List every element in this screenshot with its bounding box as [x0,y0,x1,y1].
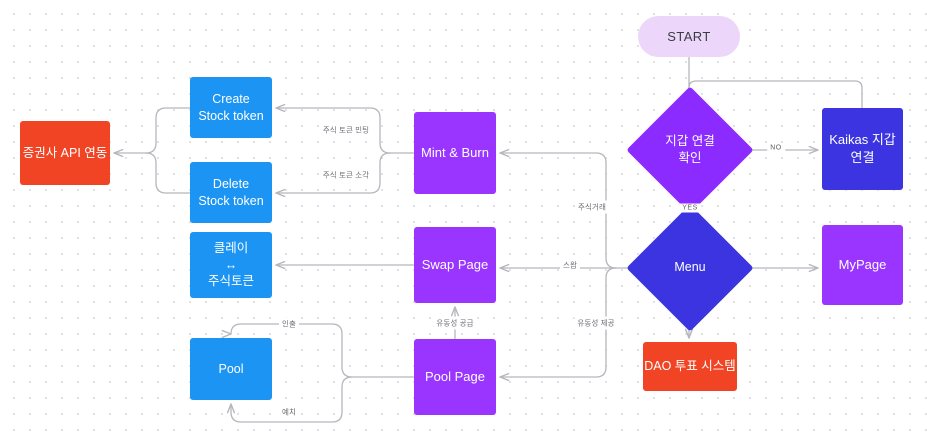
node-delete-stock-token-label: Delete Stock token [198,176,264,208]
node-kaikas-wallet[interactable]: Kaikas 지갑 연결 [822,108,903,190]
node-mint-burn[interactable]: Mint & Burn [414,112,496,194]
edge-label-yes: YES [679,203,701,213]
node-start-label: START [667,28,711,44]
node-swap-page[interactable]: Swap Page [414,227,496,303]
node-menu-label: Menu [674,260,706,275]
node-create-stock-token[interactable]: Create Stock token [190,77,272,138]
node-pool[interactable]: Pool [190,338,272,400]
edge-label-liquidity-supply: 유동성 공급 [433,316,477,330]
edge-label-liquidity-provide: 유동성 제공 [574,316,618,330]
node-pool-label: Pool [218,361,244,376]
node-mint-burn-label: Mint & Burn [421,145,489,161]
node-start[interactable]: START [638,16,740,57]
edge-label-swap: 스왑 [560,258,580,272]
edge-label-withdraw: 인출 [279,317,299,331]
node-pool-page[interactable]: Pool Page [414,339,496,415]
edge-label-stock-trade: 주식거래 [575,200,609,214]
edge-label-token-mint: 주식 토큰 민팅 [319,123,373,137]
node-klay-stock-token-swap-label: 클레이 ↔ 주식토큰 [207,240,254,289]
edge-label-deposit: 예치 [279,405,299,419]
node-create-stock-token-label: Create Stock token [198,91,264,123]
node-dao-voting-label: DAO 투표 시스템 [644,359,736,374]
edge-label-no: NO [767,143,785,153]
edge-label-token-burn: 주식 토큰 소각 [319,168,373,182]
node-pool-page-label: Pool Page [425,369,485,385]
node-mypage[interactable]: MyPage [822,225,903,305]
node-klay-stock-token-swap[interactable]: 클레이 ↔ 주식토큰 [190,232,272,298]
node-dao-voting[interactable]: DAO 투표 시스템 [643,342,737,391]
node-wallet-check-label: 지갑 연결 확인 [665,133,715,166]
node-menu[interactable]: Menu [626,204,754,332]
node-kaikas-wallet-label: Kaikas 지갑 연결 [829,132,896,165]
node-brokerage-api[interactable]: 증권사 API 연동 [20,121,110,185]
node-brokerage-api-label: 증권사 API 연동 [22,145,108,160]
node-delete-stock-token[interactable]: Delete Stock token [190,162,272,223]
node-wallet-check[interactable]: 지갑 연결 확인 [626,86,754,214]
node-mypage-label: MyPage [838,257,887,273]
node-swap-page-label: Swap Page [421,257,489,273]
